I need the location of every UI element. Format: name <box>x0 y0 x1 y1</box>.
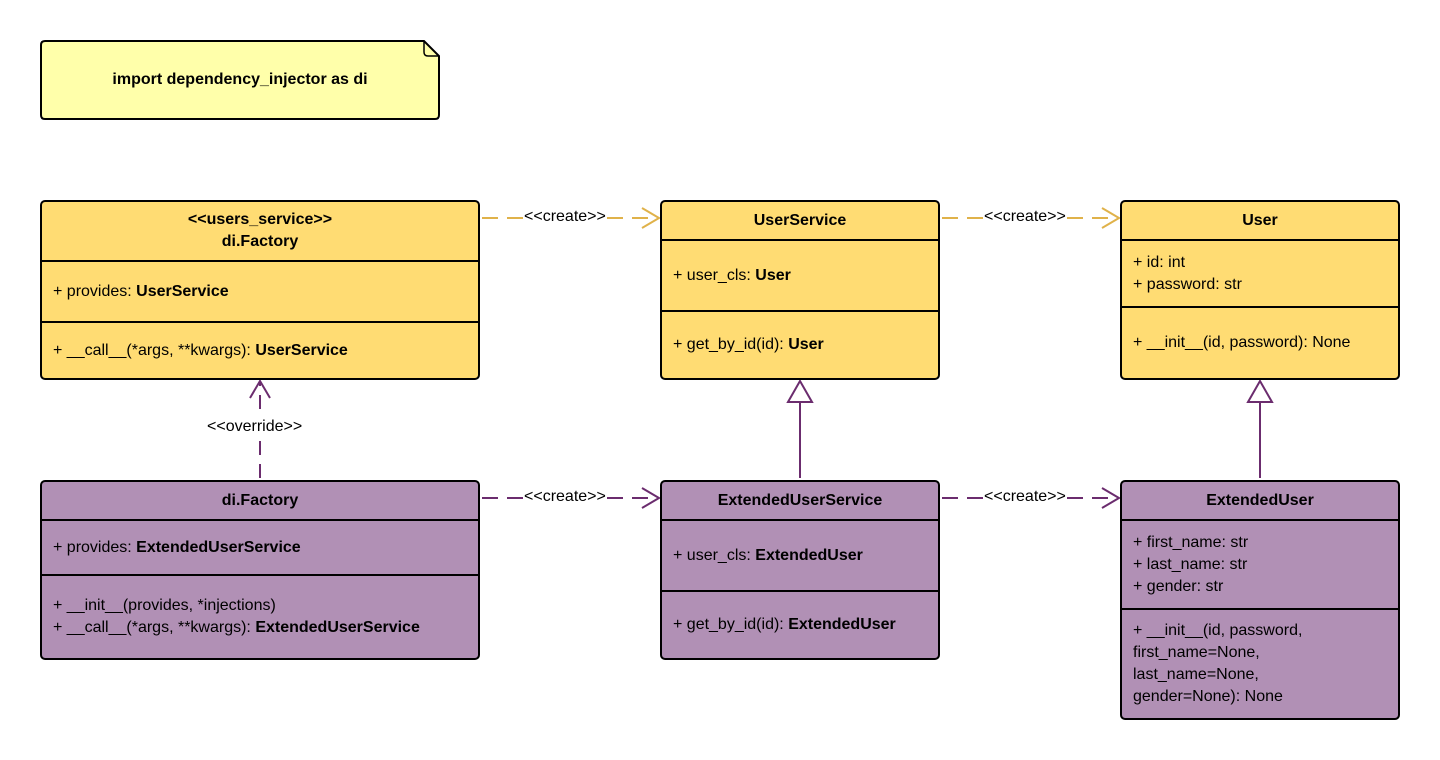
class-name: ExtendedUser <box>1206 491 1314 509</box>
import-note: import dependency_injector as di <box>40 40 440 120</box>
methods-section: + __init__(id, password, first_name=None… <box>1122 610 1398 718</box>
open-arrowhead <box>641 207 661 229</box>
class-name: ExtendedUserService <box>717 491 883 509</box>
methods-section: + get_by_id(id): ExtendedUser <box>662 592 938 658</box>
method: first_name=None, <box>1133 644 1260 661</box>
class-ext-user-service[interactable]: ExtendedUserService + user_cls: Extended… <box>660 480 940 660</box>
class-name: di.Factory <box>221 491 299 509</box>
attributes-section: + provides: UserService <box>42 262 478 323</box>
stereotype: <<users_service>> <box>187 211 333 228</box>
class-header: <<users_service>> di.Factory <box>42 202 478 262</box>
method: + __call__(*args, **kwargs): ExtendedUse… <box>53 619 420 636</box>
method: + __init__(id, password, <box>1133 622 1303 639</box>
attribute: + provides: UserService <box>53 282 229 300</box>
methods-section: + get_by_id(id): User <box>662 312 938 378</box>
method: + get_by_id(id): User <box>673 336 824 353</box>
open-arrowhead <box>1101 487 1121 509</box>
method: gender=None): None <box>1133 688 1283 705</box>
attribute: + id: int <box>1133 253 1186 271</box>
attribute: + gender: str <box>1133 577 1224 595</box>
note-shape <box>40 40 440 120</box>
class-header: UserService <box>662 202 938 241</box>
class-users-factory[interactable]: <<users_service>> di.Factory + provides:… <box>40 200 480 380</box>
hollow-triangle-arrowhead <box>786 378 814 403</box>
note-text: import dependency_injector as di <box>112 71 368 88</box>
class-name: di.Factory <box>221 233 299 250</box>
attribute: + user_cls: User <box>673 266 791 284</box>
method: + __call__(*args, **kwargs): UserService <box>53 341 348 359</box>
class-header: ExtendedUserService <box>662 482 938 521</box>
methods-section: + __init__(provides, *injections) + __ca… <box>42 576 478 658</box>
open-arrowhead <box>641 487 661 509</box>
class-header: ExtendedUser <box>1122 482 1398 521</box>
method: last_name=None, <box>1133 666 1259 683</box>
methods-section: + __call__(*args, **kwargs): UserService <box>42 323 478 378</box>
method: + __init__(id, password): None <box>1133 334 1351 351</box>
class-name: UserService <box>753 211 847 229</box>
attribute: + provides: ExtendedUserService <box>53 538 301 556</box>
attributes-section: + id: int + password: str <box>1122 241 1398 308</box>
open-arrowhead <box>249 379 271 399</box>
class-user[interactable]: User + id: int + password: str + __init_… <box>1120 200 1400 380</box>
class-name: User <box>1242 211 1278 229</box>
create-label: <<create>> <box>523 487 607 507</box>
attributes-section: + user_cls: User <box>662 241 938 312</box>
hollow-triangle-arrowhead <box>1246 378 1274 403</box>
method: + __init__(provides, *injections) <box>53 597 276 614</box>
create-label: <<create>> <box>523 207 607 227</box>
class-ext-user[interactable]: ExtendedUser + first_name: str + last_na… <box>1120 480 1400 720</box>
open-arrowhead <box>1101 207 1121 229</box>
class-ext-factory[interactable]: di.Factory + provides: ExtendedUserServi… <box>40 480 480 660</box>
create-label: <<create>> <box>983 487 1067 507</box>
class-header: di.Factory <box>42 482 478 521</box>
method: + get_by_id(id): ExtendedUser <box>673 616 896 633</box>
attributes-section: + provides: ExtendedUserService <box>42 521 478 576</box>
attributes-section: + first_name: str + last_name: str + gen… <box>1122 521 1398 610</box>
class-user-service[interactable]: UserService + user_cls: User + get_by_id… <box>660 200 940 380</box>
methods-section: + __init__(id, password): None <box>1122 308 1398 378</box>
create-label: <<create>> <box>983 207 1067 227</box>
attribute: + last_name: str <box>1133 555 1248 573</box>
class-header: User <box>1122 202 1398 241</box>
override-label: <<override>> <box>206 417 304 437</box>
attributes-section: + user_cls: ExtendedUser <box>662 521 938 592</box>
attribute: + password: str <box>1133 275 1242 293</box>
attribute: + first_name: str <box>1133 533 1249 551</box>
attribute: + user_cls: ExtendedUser <box>673 546 863 564</box>
